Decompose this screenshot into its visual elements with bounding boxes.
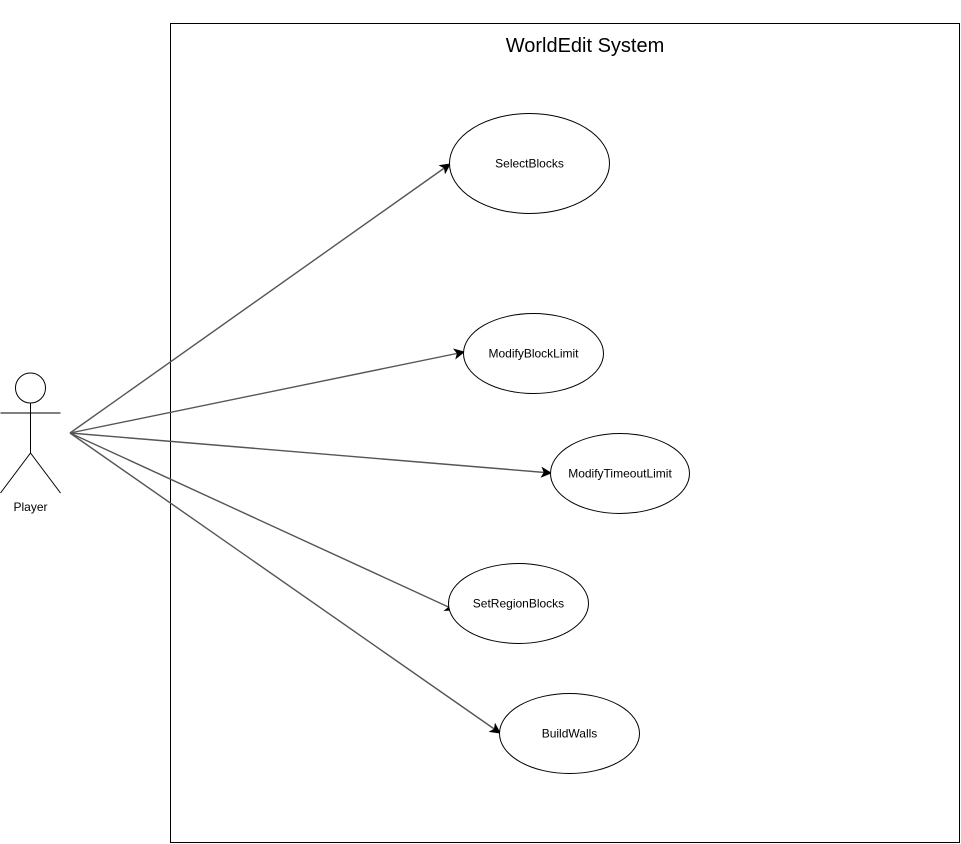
use-case-label: SetRegionBlocks (473, 597, 564, 611)
use-case-ellipse (550, 433, 690, 514)
system-title: WorldEdit System (506, 35, 665, 57)
use-case-label: ModifyTimeoutLimit (568, 467, 672, 481)
use-case-set-region-blocks[interactable]: SetRegionBlocks (448, 563, 589, 644)
use-case-ellipse (463, 313, 604, 394)
use-case-select-blocks[interactable]: SelectBlocks (449, 113, 610, 214)
use-case-modify-block-limit[interactable]: ModifyBlockLimit (463, 313, 604, 394)
stick-figure-icon (0, 372, 61, 494)
use-case-modify-timeout-limit[interactable]: ModifyTimeoutLimit (550, 433, 690, 514)
actor-player[interactable]: Player (0, 372, 61, 514)
use-case-build-walls[interactable]: BuildWalls (499, 693, 640, 774)
association-edge-set-region-blocks (69, 432, 457, 611)
association-edge-modify-block-limit (69, 348, 466, 434)
association-edge-modify-timeout-limit (69, 432, 553, 478)
association-edge-select-blocks (69, 163, 451, 434)
use-case-label: ModifyBlockLimit (488, 347, 579, 361)
use-case-label: BuildWalls (542, 727, 598, 741)
use-case-ellipse (449, 113, 610, 214)
actor-label: Player (13, 500, 47, 514)
use-case-ellipse (499, 693, 640, 774)
association-edges (69, 163, 553, 734)
use-case-ellipse (448, 563, 589, 644)
association-edge-build-walls (69, 432, 501, 734)
use-case-label: SelectBlocks (495, 157, 564, 171)
